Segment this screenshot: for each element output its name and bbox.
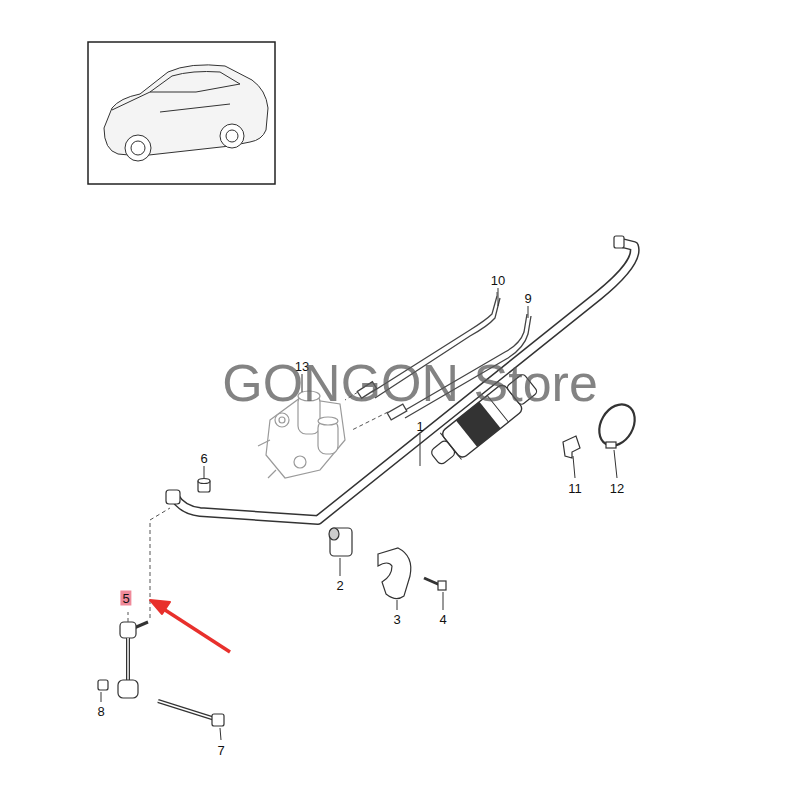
callout-number: 7: [217, 744, 224, 757]
watermark: GONGON Store: [222, 357, 598, 409]
dashed-guide: [128, 508, 170, 622]
callout-number: 6: [200, 452, 207, 465]
callout-number: 2: [336, 579, 343, 592]
callout-number: 8: [97, 705, 104, 718]
bushing-bracket: [329, 528, 446, 599]
nut: [198, 479, 210, 493]
callout-number: 5: [120, 591, 131, 606]
callout-number: 10: [491, 274, 505, 287]
callout-number: 12: [610, 482, 624, 495]
pointer-arrow: [150, 600, 230, 652]
stabilizer-bar: [166, 236, 635, 520]
callout-number: 9: [524, 292, 531, 305]
callout-number: 11: [568, 482, 582, 495]
callout-number: 4: [439, 613, 446, 626]
leader-lines: [101, 288, 617, 740]
callout-number: 1: [416, 420, 423, 433]
thumbnail-frame: [88, 42, 275, 184]
car-thumbnail: [104, 65, 268, 161]
callout-number: 3: [393, 613, 400, 626]
